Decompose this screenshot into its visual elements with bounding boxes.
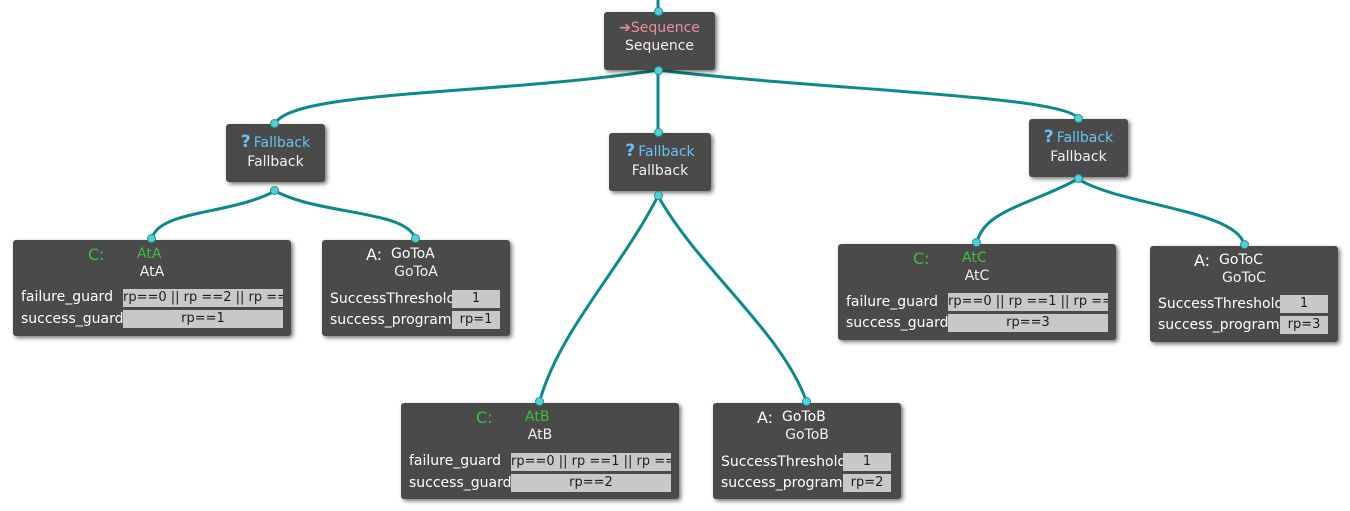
success-guard-field[interactable]: rp==1 [123,310,283,328]
success-guard-field[interactable]: rp==2 [511,474,671,492]
node-name: Fallback [247,154,304,170]
edge-sequence-fallback-c [657,68,1080,120]
condition-tag: C: [88,245,105,264]
condition-node-atb[interactable]: C: AtB AtB failure_guard rp==0 || rp ==1… [401,403,679,499]
sequence-input-port[interactable] [654,7,663,16]
node-name: AtC [964,268,990,284]
condition-tag: C: [913,249,930,268]
edge-sequence-fallback-a [273,68,659,125]
fallback-b-output-port[interactable] [654,191,663,200]
node-name: Fallback [1050,149,1107,165]
question-mark-icon: ? [1043,127,1054,147]
gotoa-input-port[interactable] [411,234,420,243]
edge-fallback-c-gotoc [1077,177,1246,245]
action-node-gotoa[interactable]: A: GoToA GoToA SuccessThreshold 1 succes… [322,240,510,336]
sequence-output-port[interactable] [654,66,663,75]
ata-input-port[interactable] [147,234,156,243]
fallback-a-input-port[interactable] [270,119,279,128]
node-id-label: AtA [137,246,162,262]
failure-guard-field[interactable]: rp==0 || rp ==1 || rp ==2 [948,293,1108,311]
fallback-c-input-port[interactable] [1074,114,1083,123]
node-id-label: GoToB [782,409,826,425]
edge-fallback-a-gotoa [274,189,417,239]
port-key: failure_guard [409,453,501,469]
edge-fallback-b-atb [538,195,660,401]
fallback-c-output-port[interactable] [1074,174,1083,183]
node-id-label: GoToC [1219,252,1263,268]
node-name: Sequence [624,38,695,54]
success-threshold-field[interactable]: 1 [843,453,891,471]
question-mark-icon: ? [625,141,636,161]
fallback-node-a[interactable]: ?Fallback Fallback [226,124,325,182]
gotoc-input-port[interactable] [1240,240,1249,249]
failure-guard-field[interactable]: rp==0 || rp ==1 || rp ==3 [511,453,671,471]
gotob-input-port[interactable] [802,397,811,406]
port-key: success_program [330,312,452,328]
fallback-node-c[interactable]: ?Fallback Fallback [1029,119,1128,177]
edge-fallback-c-atc [975,177,1079,243]
node-name: Fallback [631,163,689,179]
condition-node-ata[interactable]: C: AtA AtA failure_guard rp==0 || rp ==2… [13,240,291,336]
node-name: AtA [139,264,165,280]
success-program-field[interactable]: rp=2 [843,474,891,492]
port-key: failure_guard [846,294,938,310]
node-name: GoToC [1222,270,1266,286]
action-node-gotob[interactable]: A: GoToB GoToB SuccessThreshold 1 succes… [713,403,901,499]
node-type-label: Fallback [638,144,695,160]
success-program-field[interactable]: rp=3 [1280,316,1328,334]
node-id-label: AtC [962,250,987,266]
failure-guard-field[interactable]: rp==0 || rp ==2 || rp ==3 [123,289,283,307]
fallback-a-output-port[interactable] [270,186,279,195]
fallback-b-input-port[interactable] [654,128,663,137]
port-key: success_guard [846,315,949,331]
atc-input-port[interactable] [972,238,981,247]
condition-node-atc[interactable]: C: AtC AtC failure_guard rp==0 || rp ==1… [838,244,1116,340]
node-type-label: Fallback [253,135,311,151]
action-node-gotoc[interactable]: A: GoToC GoToC SuccessThreshold 1 succes… [1150,246,1338,342]
edge-fallback-b-gotob [656,195,808,401]
port-key: success_program [1158,317,1280,333]
success-threshold-field[interactable]: 1 [1280,295,1328,313]
atb-input-port[interactable] [535,397,544,406]
arrow-right-icon: ➔ [619,20,631,36]
port-key: success_program [721,475,843,491]
node-name: GoToB [785,427,829,443]
sequence-node[interactable]: ➔Sequence Sequence [604,12,715,70]
port-key: failure_guard [21,289,113,305]
success-program-field[interactable]: rp=1 [452,311,500,329]
port-key: success_guard [409,475,512,491]
node-type-label: Fallback [1056,130,1114,146]
success-guard-field[interactable]: rp==3 [948,314,1108,332]
action-tag: A: [1194,251,1211,270]
node-id-label: AtB [525,409,550,425]
action-tag: A: [757,408,774,427]
fallback-node-b[interactable]: ?Fallback Fallback [609,133,711,191]
node-name: GoToA [394,264,438,280]
condition-tag: C: [476,408,493,427]
port-key: SuccessThreshold [330,291,456,307]
action-tag: A: [366,245,383,264]
port-key: success_guard [21,311,124,327]
node-type-label: Sequence [630,20,700,36]
port-key: SuccessThreshold [1158,296,1284,312]
edge-fallback-a-ata [150,189,276,239]
node-name: AtB [527,427,553,443]
question-mark-icon: ? [240,132,251,152]
node-id-label: GoToA [391,246,435,262]
success-threshold-field[interactable]: 1 [452,290,500,308]
port-key: SuccessThreshold [721,454,847,470]
